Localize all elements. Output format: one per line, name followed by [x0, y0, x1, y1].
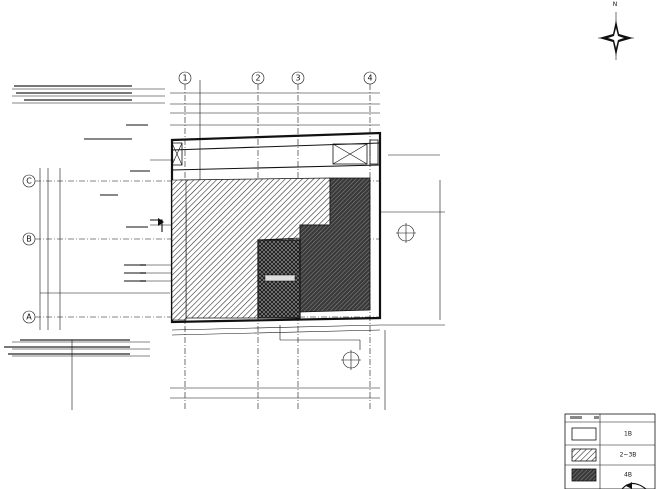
svg-text:3: 3 [295, 74, 300, 83]
legend-row-4b: 4B [571, 468, 632, 482]
north-arrow-icon: N [598, 1, 634, 60]
dimension-lines [39, 80, 445, 410]
svg-text:4B: 4B [624, 472, 632, 479]
legend-table: 1B 2~3B 4B [564, 413, 656, 489]
svg-text:C: C [26, 177, 32, 186]
legend-row-1b: 1B [571, 427, 632, 441]
top-left-notes [12, 85, 165, 282]
scale-arrow-icon [621, 482, 647, 489]
bottom-left-notes [4, 339, 150, 357]
svg-text:1B: 1B [624, 431, 632, 438]
svg-text:B: B [26, 235, 32, 244]
svg-text:2: 2 [255, 74, 260, 83]
section-marker-right [396, 223, 416, 243]
section-marker-bottom [341, 350, 361, 370]
svg-text:4: 4 [367, 74, 372, 83]
grid-row-a: A [22, 310, 380, 324]
section-marker-left [150, 218, 164, 232]
building-plan [170, 131, 382, 336]
north-label: N [613, 1, 618, 8]
svg-text:A: A [26, 313, 32, 322]
legend-row-2-3b: 2~3B [571, 448, 637, 462]
svg-text:2~3B: 2~3B [620, 452, 637, 459]
svg-text:1: 1 [182, 74, 187, 83]
